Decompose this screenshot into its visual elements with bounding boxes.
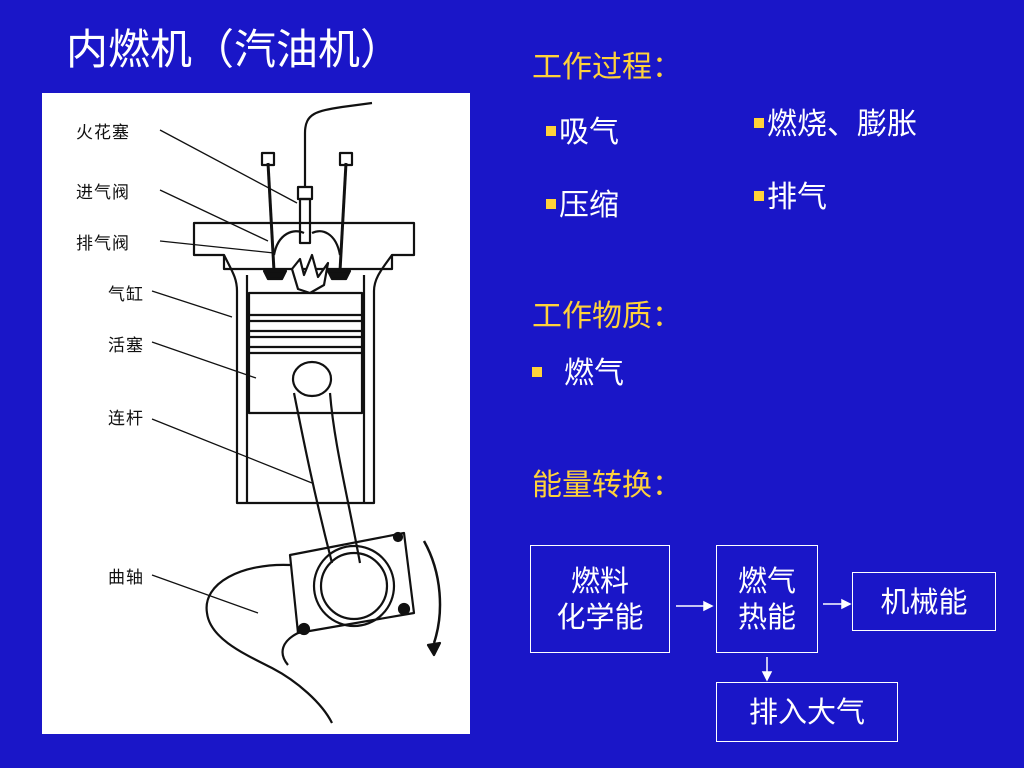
engine-drawing	[151, 101, 442, 724]
wrist-pin	[291, 360, 333, 398]
label-spark-plug: 火花塞	[76, 123, 130, 143]
arrowhead-gas-to-mech	[841, 598, 852, 610]
box-line: 燃气	[737, 564, 796, 598]
process-item-label: 燃烧、膨胀	[767, 107, 917, 142]
process-item-label: 排气	[767, 180, 827, 215]
process-heading: 工作过程：	[532, 50, 682, 85]
substance-item-label: 燃气	[564, 356, 624, 391]
process-item-intake: 吸气	[546, 114, 619, 152]
bullet-marker	[532, 367, 542, 377]
substance-item-gas: 燃气	[532, 355, 624, 393]
box-mechanical-energy: 机械能	[852, 572, 996, 631]
box-line: 燃料	[570, 564, 629, 598]
arrowhead-gas-to-exhaust	[761, 671, 773, 682]
process-item-label: 吸气	[559, 115, 619, 150]
label-connecting-rod: 连杆	[108, 409, 144, 429]
box-line: 热能	[737, 600, 796, 634]
process-item-combustion: 燃烧、膨胀	[754, 106, 917, 144]
energy-heading: 能量转换：	[532, 468, 682, 503]
bullet-marker	[546, 199, 556, 209]
bullet-marker	[754, 118, 764, 128]
process-item-compression: 压缩	[546, 187, 619, 225]
engine-diagram: 火花塞 进气阀 排气阀 气缸 活塞 连杆 曲轴	[42, 93, 470, 734]
substance-heading: 工作物质：	[532, 299, 682, 334]
process-item-exhaust: 排气	[754, 179, 827, 217]
bullet-marker	[546, 126, 556, 136]
box-line: 化学能	[556, 600, 644, 634]
label-crankshaft: 曲轴	[108, 568, 144, 588]
label-piston: 活塞	[108, 336, 144, 356]
box-line: 机械能	[880, 584, 968, 619]
crankshaft	[205, 563, 333, 724]
cylinder-outer	[223, 254, 393, 505]
label-exhaust-valve: 排气阀	[76, 234, 130, 254]
arrowhead-fuel-to-gas	[703, 600, 714, 612]
label-cylinder: 气缸	[108, 285, 144, 305]
box-gas-thermal-energy: 燃气 热能	[716, 545, 818, 653]
process-item-label: 压缩	[559, 188, 619, 223]
box-line: 排入大气	[748, 695, 865, 729]
label-intake-valve: 进气阀	[76, 183, 130, 203]
connecting-rod	[292, 392, 362, 564]
cylinder-head	[192, 221, 416, 271]
bullet-marker	[754, 191, 764, 201]
box-exhaust-atmosphere: 排入大气	[716, 682, 898, 742]
slide-title: 内燃机（汽油机）	[66, 25, 403, 74]
box-fuel-chemical-energy: 燃料 化学能	[530, 545, 670, 653]
